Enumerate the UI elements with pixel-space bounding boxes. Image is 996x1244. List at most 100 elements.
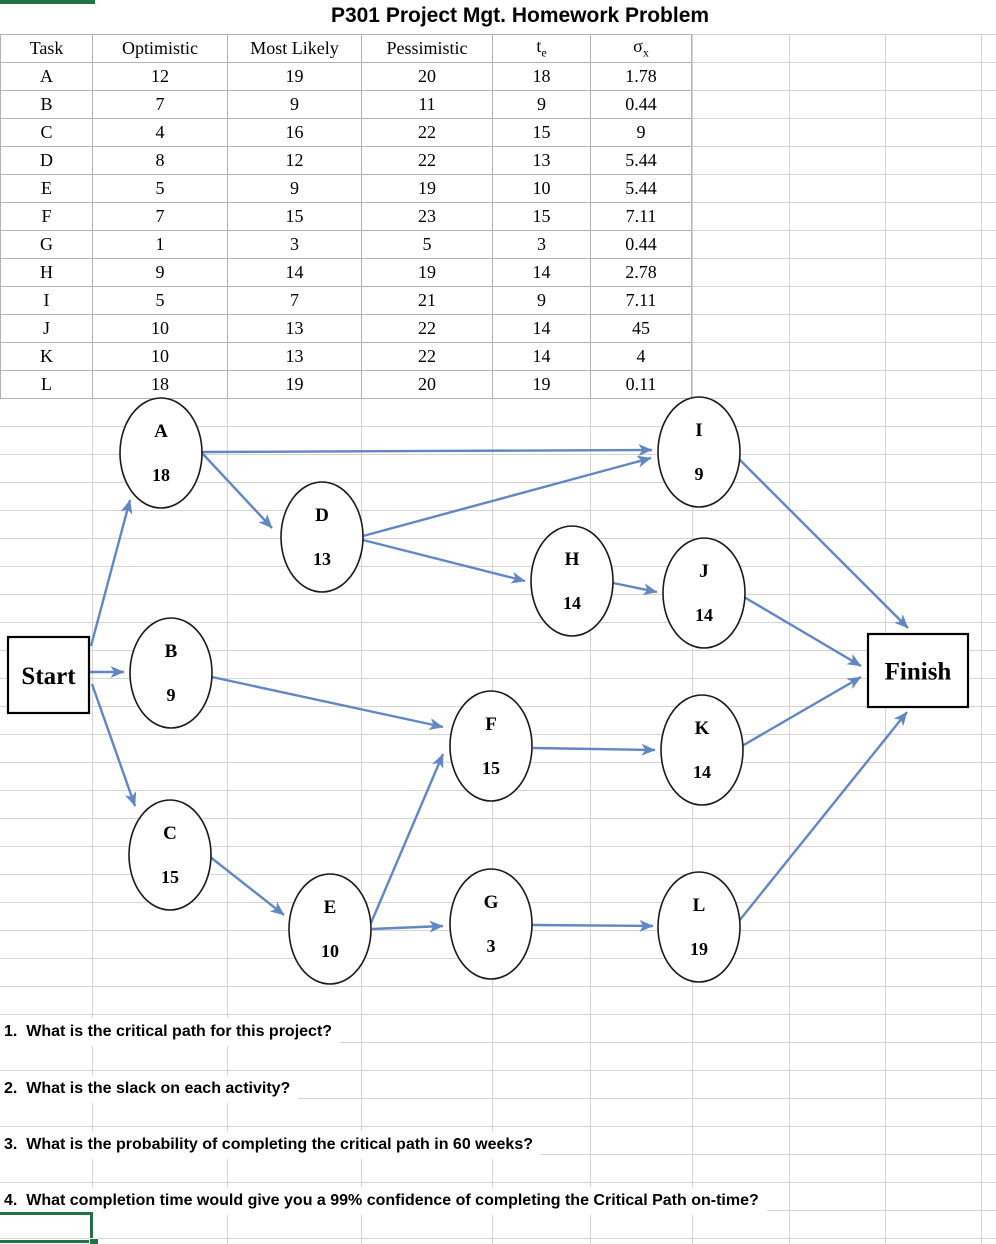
node-H[interactable]: H 14	[530, 525, 614, 637]
table-cell[interactable]: 7	[92, 202, 228, 231]
edge-B-F	[211, 675, 444, 731]
gridline	[0, 986, 996, 987]
gridline	[0, 650, 996, 651]
node-J[interactable]: J 14	[662, 537, 746, 649]
table-cell[interactable]: 3	[492, 230, 591, 259]
box-start[interactable]: Start	[6, 635, 91, 715]
node-B[interactable]: B9	[129, 617, 213, 729]
gridline	[0, 1182, 996, 1183]
table-cell[interactable]: 9	[227, 90, 362, 119]
table-cell[interactable]: 20	[361, 370, 493, 399]
svg-text:18: 18	[152, 465, 170, 485]
svg-text:E: E	[324, 897, 337, 918]
svg-text:J: J	[699, 561, 709, 582]
table-cell[interactable]: 19	[227, 370, 362, 399]
box-finish[interactable]: Finish	[866, 632, 970, 709]
table-cell[interactable]: 9	[492, 286, 591, 315]
table-cell[interactable]: 7	[227, 286, 362, 315]
gridline	[227, 34, 228, 1244]
svg-text:L: L	[693, 895, 706, 916]
svg-text:14: 14	[563, 593, 581, 613]
table-cell[interactable]: 14	[492, 342, 591, 371]
svg-text:F: F	[485, 714, 497, 735]
edge-I-Finish	[736, 456, 909, 629]
table-cell[interactable]: 20	[361, 62, 493, 91]
gridline	[0, 594, 996, 595]
header-cell[interactable]: Most Likely	[227, 34, 362, 63]
gridline	[981, 34, 982, 1244]
table-cell[interactable]: L	[0, 370, 93, 399]
edge-D-I	[362, 455, 652, 538]
table-cell[interactable]: 5.44	[590, 146, 692, 175]
node-G[interactable]: G3	[449, 868, 533, 980]
table-cell[interactable]: I	[0, 286, 93, 315]
gridline	[0, 454, 996, 455]
table-cell[interactable]: C	[0, 118, 93, 147]
table-cell[interactable]: B	[0, 90, 93, 119]
edge-F-K	[532, 743, 656, 756]
edge-C-E	[208, 855, 285, 916]
table-cell[interactable]: F	[0, 202, 93, 231]
table-cell[interactable]: E	[0, 174, 93, 203]
table-cell[interactable]: J	[0, 314, 93, 343]
svg-text:H: H	[565, 549, 580, 570]
node-L[interactable]: L 19	[657, 871, 741, 983]
table-cell[interactable]: 0.44	[590, 230, 692, 259]
node-I[interactable]: I9	[657, 396, 741, 508]
table-cell[interactable]: 19	[492, 370, 591, 399]
edge-J-Finish	[743, 595, 862, 668]
table-cell[interactable]: 16	[227, 118, 362, 147]
table-cell[interactable]: G	[0, 230, 93, 259]
gridline	[361, 34, 362, 1244]
table-cell[interactable]: 14	[492, 314, 591, 343]
selection-fill-handle[interactable]	[89, 1238, 98, 1244]
question-3: 3. What is the probability of completing…	[0, 1131, 541, 1159]
node-D[interactable]: D13	[280, 481, 364, 593]
table-cell[interactable]: 22	[361, 314, 493, 343]
table-cell[interactable]: 9	[92, 258, 228, 287]
table-cell[interactable]: H	[0, 258, 93, 287]
svg-text:19: 19	[690, 939, 708, 959]
question-2: 2. What is the slack on each activity?	[0, 1075, 299, 1103]
edge-G-L	[531, 919, 654, 932]
table-cell[interactable]: 15	[492, 202, 591, 231]
svg-text:15: 15	[482, 758, 500, 778]
table-cell[interactable]: 19	[361, 258, 493, 287]
node-K[interactable]: K14	[660, 694, 744, 806]
svg-text:C: C	[163, 823, 177, 844]
table-cell[interactable]: 0.11	[590, 370, 692, 399]
gridline	[0, 426, 996, 427]
table-cell[interactable]: 5.44	[590, 174, 692, 203]
node-F[interactable]: F 15	[449, 690, 533, 802]
table-cell[interactable]: A	[0, 62, 93, 91]
svg-text:9: 9	[695, 464, 704, 484]
gridline	[590, 34, 591, 1244]
svg-text:14: 14	[695, 605, 713, 625]
table-cell[interactable]: 1.78	[590, 62, 692, 91]
table-cell[interactable]: 7.11	[590, 202, 692, 231]
table-cell[interactable]: 15	[227, 202, 362, 231]
table-cell[interactable]: 18	[492, 62, 591, 91]
gridline	[0, 1238, 996, 1239]
edge-E-G	[371, 920, 444, 933]
gridline	[0, 1126, 996, 1127]
edge-K-Finish	[741, 675, 862, 748]
edge-Start-C	[90, 683, 137, 807]
svg-text:13: 13	[313, 549, 331, 569]
gridline	[0, 678, 996, 679]
gridline	[0, 482, 996, 483]
node-E[interactable]: E10	[288, 873, 372, 985]
table-cell[interactable]: 7.11	[590, 286, 692, 315]
question-4: 4. What completion time would give you a…	[0, 1187, 767, 1215]
node-A[interactable]: A18	[119, 397, 203, 509]
table-cell[interactable]: 4	[92, 118, 228, 147]
table-cell[interactable]: 13	[492, 146, 591, 175]
table-cell[interactable]: 19	[361, 174, 493, 203]
question-1: 1. What is the critical path for this pr…	[0, 1018, 341, 1046]
node-C[interactable]: C15	[128, 799, 212, 911]
